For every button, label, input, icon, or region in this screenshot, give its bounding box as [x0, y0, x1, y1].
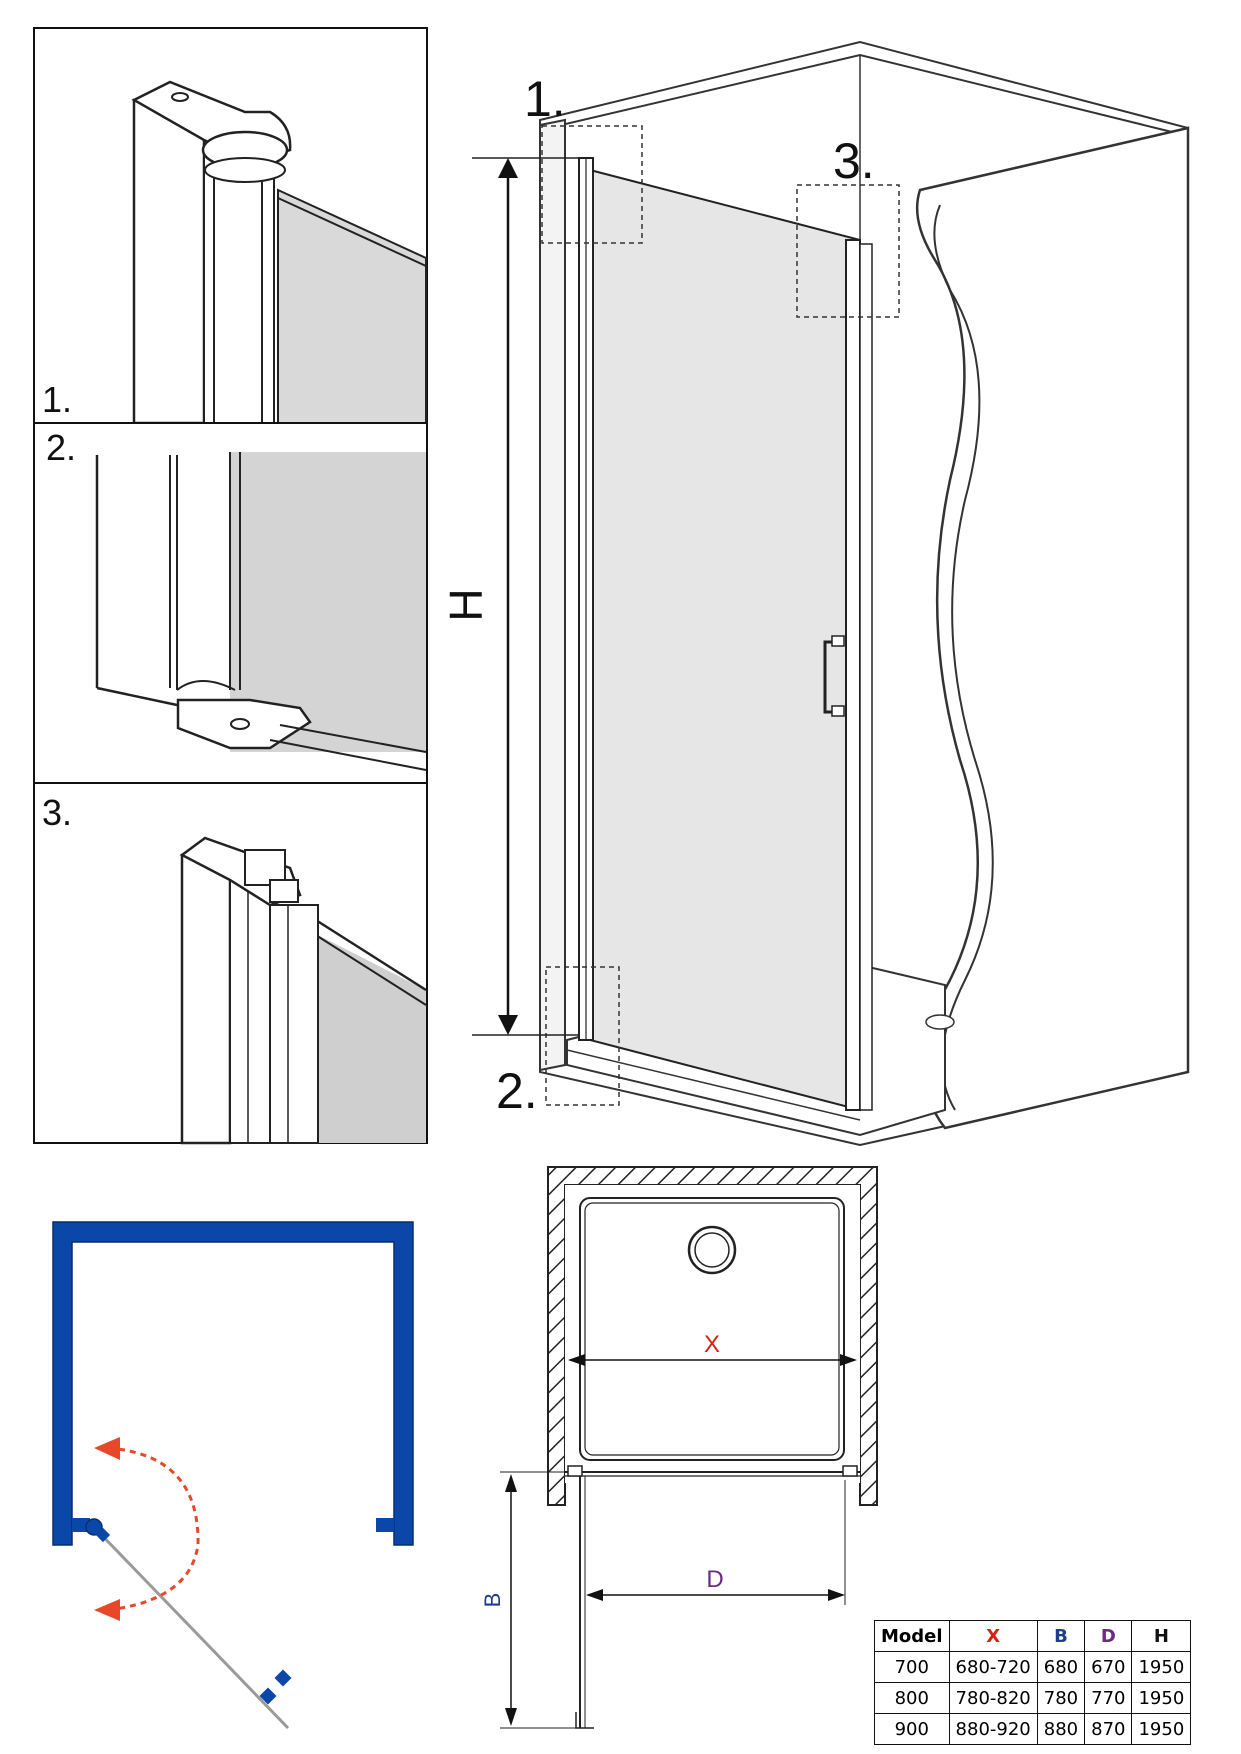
cell-b: 780	[1036, 1682, 1086, 1714]
swing-plan-view	[52, 1221, 414, 1730]
header-b: B	[1036, 1620, 1086, 1652]
cell-h: 1950	[1131, 1682, 1192, 1714]
detail-panel-1: 1.	[33, 27, 428, 425]
callout-label-2: 2.	[496, 1063, 538, 1119]
detail-panel-2: 2.	[33, 422, 428, 784]
table-row: 800 780-820 780 770 1950	[874, 1682, 1192, 1714]
cell-d: 870	[1084, 1713, 1133, 1745]
dimension-label-d: D	[706, 1566, 723, 1593]
detail-label-1: 1.	[42, 379, 72, 420]
cell-h: 1950	[1131, 1713, 1192, 1745]
detail-panel-3: 3.	[33, 782, 428, 1145]
cell-x: 680-720	[948, 1651, 1038, 1683]
header-h: H	[1131, 1620, 1192, 1652]
callout-label-1: 1.	[524, 71, 566, 127]
cell-model: 700	[874, 1651, 950, 1683]
table-row: 700 680-720 680 670 1950	[874, 1651, 1192, 1683]
header-d: D	[1084, 1620, 1133, 1652]
detail-label-2: 2.	[46, 427, 76, 468]
cell-model: 900	[874, 1713, 950, 1745]
cell-d: 770	[1084, 1682, 1133, 1714]
cell-b: 680	[1036, 1651, 1086, 1683]
cell-h: 1950	[1131, 1651, 1192, 1683]
dimension-label-b: B	[480, 1593, 505, 1608]
cell-b: 880	[1036, 1713, 1086, 1745]
cell-x: 780-820	[948, 1682, 1038, 1714]
table-header-row: Model X B D H	[874, 1620, 1192, 1652]
enclosure-3d-view: 1. 3. 2. H	[440, 40, 1190, 1147]
detail-label-3: 3.	[42, 792, 72, 833]
dimension-label-h: H	[440, 588, 492, 621]
cell-d: 670	[1084, 1651, 1133, 1683]
dimension-label-x: X	[704, 1331, 720, 1358]
header-x: X	[948, 1620, 1038, 1652]
dimension-plan-view: X D B	[480, 1166, 878, 1729]
model-dimensions-table: Model X B D H 700 680-720 680 670 1950 8…	[874, 1620, 1192, 1745]
callout-label-3: 3.	[833, 133, 875, 189]
cell-model: 800	[874, 1682, 950, 1714]
table-row: 900 880-920 880 870 1950	[874, 1713, 1192, 1745]
cell-x: 880-920	[948, 1713, 1038, 1745]
header-model: Model	[874, 1620, 950, 1652]
